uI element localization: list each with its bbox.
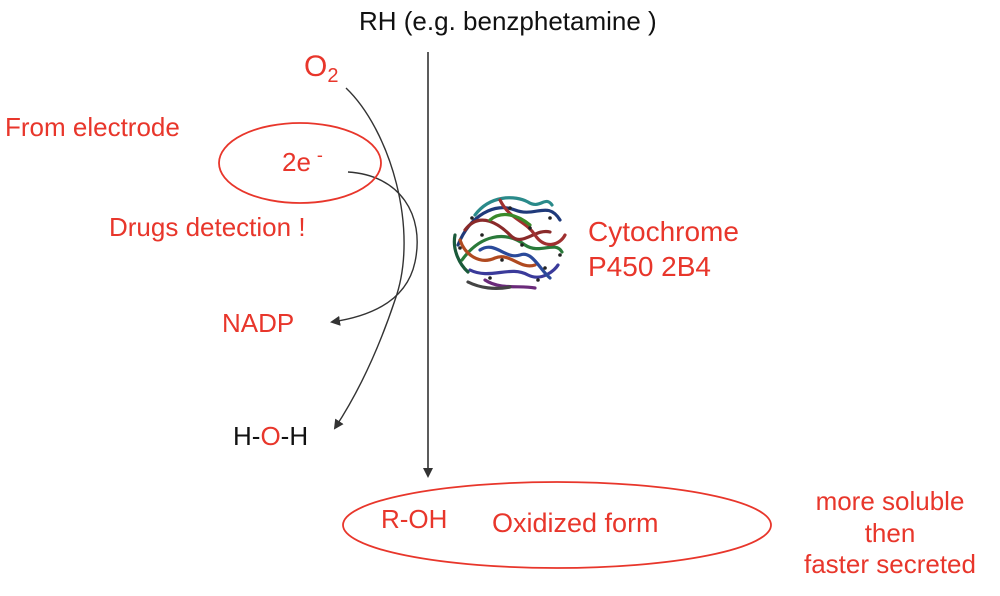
oxygen-label: O2 — [304, 50, 339, 87]
product-note-line-2: then — [864, 517, 916, 548]
product-ellipse — [342, 481, 772, 569]
electron-superscript: - — [316, 145, 323, 165]
water-part-2: O — [260, 421, 281, 451]
electron-base: 2e — [282, 147, 311, 177]
oxygen-to-water-arrow — [333, 87, 405, 430]
oxygen-base: O — [304, 50, 328, 83]
water-part-3: -H — [280, 421, 309, 451]
product-note: more soluble then faster secreted — [780, 486, 1000, 581]
electron-label: 2e- — [282, 146, 323, 175]
product-label: R-OH — [381, 504, 448, 534]
water-label: H-O-H — [233, 423, 308, 449]
product-note-line-3: faster secreted — [804, 549, 976, 580]
enzyme-line-2: P450 2B4 — [588, 251, 711, 282]
protein-ribbon-icon — [452, 196, 567, 290]
electron-to-nadp-arrow — [330, 171, 418, 326]
electron-source-label: From electrode — [5, 112, 180, 142]
drugs-detection-label: Drugs detection ! — [109, 212, 306, 242]
water-part-1: H- — [233, 421, 261, 451]
enzyme-line-1: Cytochrome — [588, 216, 739, 247]
product-note-line-1: more soluble — [815, 486, 965, 516]
enzyme-label: Cytochrome P450 2B4 — [588, 214, 739, 284]
oxygen-subscript: 2 — [327, 65, 339, 87]
electron-ellipse — [218, 122, 382, 204]
nadp-label: NADP — [222, 308, 295, 338]
product-state-label: Oxidized form — [492, 508, 659, 538]
substrate-label: RH (e.g. benzphetamine ) — [359, 6, 657, 36]
